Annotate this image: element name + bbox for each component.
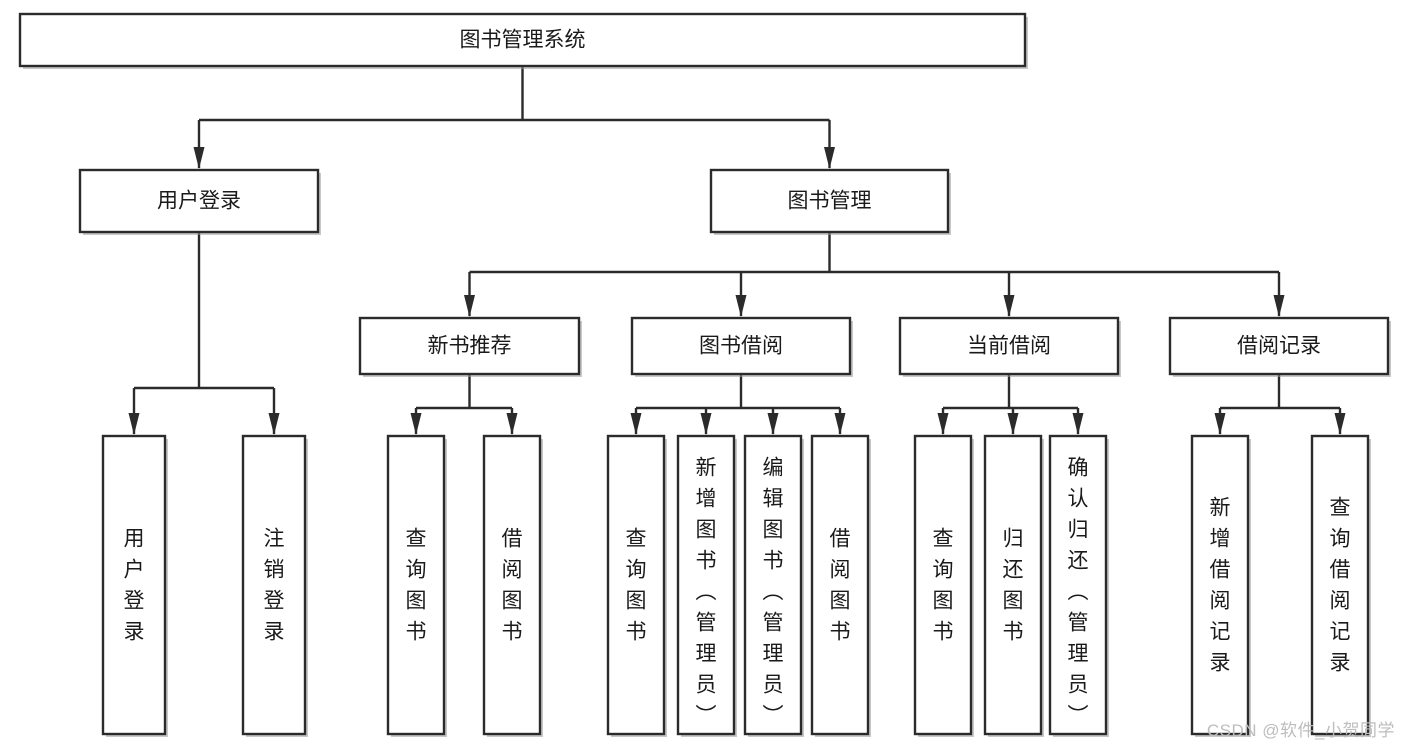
arrow-head-icon: [268, 413, 280, 435]
node-label: 注销登录: [264, 527, 285, 643]
node-leaf-confirm-return[interactable]: 确认归还︵管理员︶: [1048, 434, 1109, 737]
node-leaf-borrow-book-1[interactable]: 借阅图书: [482, 434, 543, 737]
arrow-head-icon: [1007, 413, 1019, 435]
node-label: 确认归还︵管理员︶: [1068, 456, 1089, 727]
node-leaf-add-record[interactable]: 新增借阅记录: [1190, 434, 1251, 737]
arrow-head-icon: [735, 295, 747, 317]
node-new-book-recommend[interactable]: 新书推荐: [358, 316, 582, 377]
node-label: 用户登录: [157, 190, 241, 213]
arrow-head-icon: [630, 413, 642, 435]
node-label: 新增借阅记录: [1210, 496, 1231, 674]
node-leaf-borrow-book-2[interactable]: 借阅图书: [810, 434, 871, 737]
node-label: 查询图书: [626, 527, 647, 643]
arrow-head-icon: [834, 413, 846, 435]
node-label: 编辑图书︵管理员︶: [763, 456, 784, 727]
arrow-head-icon: [1072, 413, 1084, 435]
node-leaf-edit-book[interactable]: 编辑图书︵管理员︶: [743, 434, 804, 737]
node-label: 查询借阅记录: [1330, 496, 1351, 674]
node-label: 图书管理: [788, 190, 872, 213]
node-leaf-query-book-2[interactable]: 查询图书: [606, 434, 667, 737]
node-label: 新增图书︵管理员︶: [696, 456, 717, 727]
node-label: 图书管理系统: [460, 29, 586, 52]
node-book-borrow[interactable]: 图书借阅: [630, 316, 853, 377]
node-label: 当前借阅: [967, 335, 1051, 358]
node-user-login[interactable]: 用户登录: [78, 168, 321, 235]
node-label: 借阅记录: [1237, 335, 1321, 358]
arrow-head-icon: [700, 413, 712, 435]
arrow-head-icon: [1273, 295, 1285, 317]
node-label: 查询图书: [933, 527, 954, 643]
arrow-head-icon: [1214, 413, 1226, 435]
node-leaf-return-book[interactable]: 归还图书: [983, 434, 1044, 737]
node-leaf-add-book[interactable]: 新增图书︵管理员︶: [676, 434, 737, 737]
arrow-head-icon: [464, 295, 475, 317]
connectors-layer: [128, 66, 1346, 435]
node-label: 归还图书: [1003, 527, 1024, 643]
node-book-manage[interactable]: 图书管理: [709, 168, 951, 235]
node-label: 图书借阅: [699, 335, 783, 358]
node-leaf-logout[interactable]: 注销登录: [241, 434, 308, 737]
arrow-head-icon: [937, 413, 949, 435]
node-leaf-query-book-1[interactable]: 查询图书: [386, 434, 447, 737]
node-root-图书管理系统[interactable]: 图书管理系统: [18, 12, 1028, 69]
node-borrow-record[interactable]: 借阅记录: [1168, 316, 1391, 377]
arrow-head-icon: [128, 413, 140, 435]
node-current-borrow[interactable]: 当前借阅: [898, 316, 1121, 377]
node-label: 新书推荐: [428, 335, 512, 358]
arrow-head-icon: [506, 413, 518, 435]
arrow-head-icon: [193, 147, 205, 169]
node-leaf-query-book-3[interactable]: 查询图书: [913, 434, 974, 737]
node-leaf-user-login[interactable]: 用户登录: [101, 434, 168, 737]
arrow-head-icon: [767, 413, 779, 435]
arrow-head-icon: [824, 147, 835, 169]
node-label: 借阅图书: [830, 527, 851, 643]
node-label: 用户登录: [124, 527, 145, 643]
node-label: 借阅图书: [502, 527, 523, 643]
arrow-head-icon: [1334, 413, 1346, 435]
node-label: 查询图书: [406, 527, 427, 643]
arrow-head-icon: [1003, 295, 1015, 317]
arrow-head-icon: [410, 413, 422, 435]
nodes-layer: 图书管理系统用户登录图书管理新书推荐图书借阅当前借阅借阅记录用户登录注销登录查询…: [18, 12, 1391, 737]
node-leaf-query-record[interactable]: 查询借阅记录: [1310, 434, 1371, 737]
